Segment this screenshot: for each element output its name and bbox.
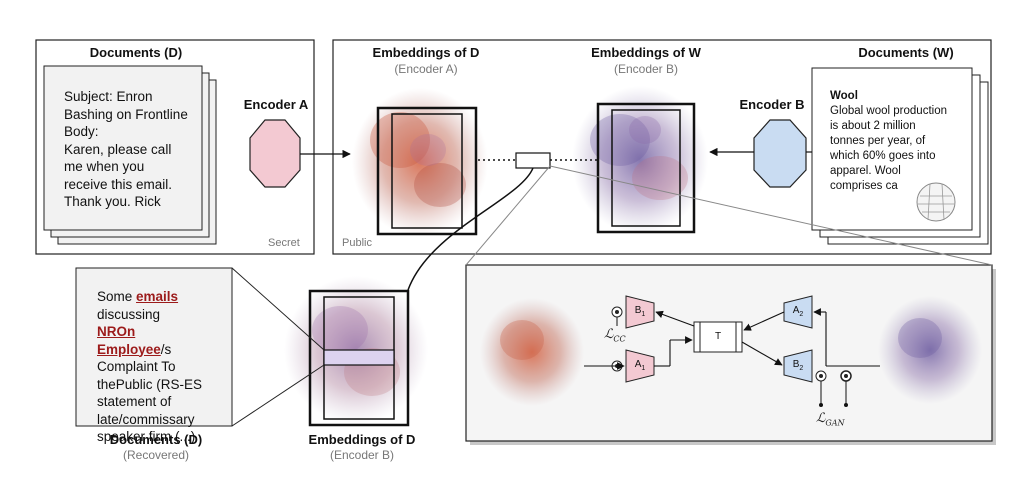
node-letter: A <box>634 359 642 370</box>
recovered-line: thePublic (RS-ES <box>97 376 203 392</box>
email-line: Body: <box>64 124 99 139</box>
loss-symbol: ℒ <box>604 327 614 342</box>
node-b1-trapezoid <box>625 295 655 329</box>
wool-line: tonnes per year, of <box>830 135 926 147</box>
recovered-line: statement of <box>97 394 172 409</box>
node-a1-trapezoid <box>625 349 655 383</box>
selection-box <box>515 152 551 169</box>
stem-gan-dot-right <box>844 403 848 407</box>
email-line: Subject: Enron <box>64 89 153 104</box>
emb-d-b-sub: (Encoder B) <box>329 448 395 462</box>
node-letter: A <box>792 305 800 316</box>
recovered-text: /s <box>160 341 172 357</box>
loss-sub: GAN <box>825 418 845 428</box>
recovered-text: Some <box>97 289 137 304</box>
loss-gan-label: ℒGAN <box>816 411 845 428</box>
loss-cc-label: ℒCC <box>604 327 626 344</box>
wool-line: which 60% goes into <box>830 150 936 162</box>
node-t-box <box>693 321 743 353</box>
recovered-line: late/commissary <box>97 411 195 427</box>
detail-cloud-left <box>480 298 584 406</box>
encoder-a-label: Encoder A <box>243 97 309 112</box>
secret-docs-title: Documents (D) <box>89 45 183 60</box>
wool-line: is about 2 million <box>830 120 916 132</box>
secret-label: Secret <box>268 237 300 249</box>
wikipedia-globe-icon <box>916 182 956 222</box>
emb-w-title: Embeddings of W <box>591 45 701 60</box>
recovered-highlight: Employee <box>97 341 161 357</box>
arrow-t-to-b2 <box>741 341 783 366</box>
zoom-line-left <box>465 165 551 266</box>
recovered-line: NROn <box>97 323 232 341</box>
emb-w-sub: (Encoder B) <box>613 62 679 76</box>
recovered-doc-box <box>75 267 233 427</box>
recovered-line: Employee/s <box>97 341 232 359</box>
encoder-b-octagon-icon <box>753 119 807 188</box>
docs-w-title: Documents (W) <box>858 45 954 60</box>
loss-sub: CC <box>613 334 626 344</box>
node-sub: 1 <box>641 311 646 318</box>
link-line-bottom <box>231 364 325 427</box>
target-icon-gan-right <box>840 370 852 382</box>
stem-gan-dot-left <box>819 403 823 407</box>
recovered-line: speaker firm (...) <box>97 429 196 444</box>
recovered-highlight: NROn <box>97 324 136 339</box>
arrow-a2-to-t <box>743 311 785 331</box>
node-b2-trapezoid <box>783 349 813 383</box>
loss-symbol: ℒ <box>816 411 826 426</box>
target-icon-gan-left <box>815 370 827 382</box>
node-sub: 2 <box>799 311 804 318</box>
window-w-b-inner <box>611 109 681 227</box>
wool-line: comprises ca <box>830 180 898 192</box>
node-a1-label: A1 <box>630 359 650 372</box>
window-w-b-outer <box>596 102 696 234</box>
wool-doc-text: Wool Global wool production is about 2 m… <box>830 89 970 194</box>
secret-email-text: Subject: Enron Bashing on Frontline Body… <box>64 88 204 211</box>
email-line: receive this email. <box>64 176 173 192</box>
zoom-line-right <box>549 165 993 266</box>
recovered-title: Documents (D) <box>109 432 203 447</box>
node-b2-label: B2 <box>788 359 808 372</box>
recovered-sub: (Recovered) <box>122 448 190 462</box>
encoder-a-octagon-icon <box>249 119 301 188</box>
detail-cloud-right <box>878 296 982 404</box>
email-line: Thank you. Rick <box>64 194 161 209</box>
curve-connector <box>407 167 534 291</box>
doc-card-front <box>43 65 203 231</box>
email-line: Bashing on Frontline <box>64 106 188 122</box>
window-d-b-outer <box>308 289 410 427</box>
recovered-line: Some emails <box>97 288 232 306</box>
node-sub: 2 <box>799 365 804 372</box>
recovered-line: Complaint To <box>97 359 176 374</box>
node-letter: B <box>634 305 642 316</box>
wool-line: apparel. Wool <box>830 165 901 177</box>
node-t-label: T <box>714 331 722 342</box>
window-d-a-outer <box>376 106 478 236</box>
node-a2-trapezoid <box>783 295 813 329</box>
emb-d-sub: (Encoder A) <box>394 62 458 76</box>
node-sub: 1 <box>641 365 646 372</box>
public-label: Public <box>342 237 372 249</box>
target-icon-cc-top <box>611 306 623 318</box>
emb-d-b-title: Embeddings of D <box>308 432 416 447</box>
recovered-doc-text: Some emails discussing NROn Employee/s C… <box>97 288 232 446</box>
emb-d-title: Embeddings of D <box>372 45 480 60</box>
recovered-highlight: emails <box>136 289 179 304</box>
wool-line: Global wool production <box>830 105 947 117</box>
recovered-line: discussing <box>97 306 161 322</box>
wool-title: Wool <box>830 90 858 102</box>
node-letter: B <box>792 359 800 370</box>
embedding-cloud-d-encoder-a <box>352 88 488 236</box>
window-d-a-inner <box>391 113 463 229</box>
email-line: Karen, please call <box>64 141 172 157</box>
recovered-highlight-bar <box>323 349 395 366</box>
arrow-t-to-b1 <box>655 310 695 327</box>
node-a2-label: A2 <box>788 305 808 318</box>
encoder-b-label: Encoder B <box>739 97 805 112</box>
link-line-top <box>231 267 325 351</box>
embedding-cloud-w-encoder-b <box>572 86 708 234</box>
email-line: me when you <box>64 159 145 174</box>
node-b1-label: B1 <box>630 305 650 318</box>
